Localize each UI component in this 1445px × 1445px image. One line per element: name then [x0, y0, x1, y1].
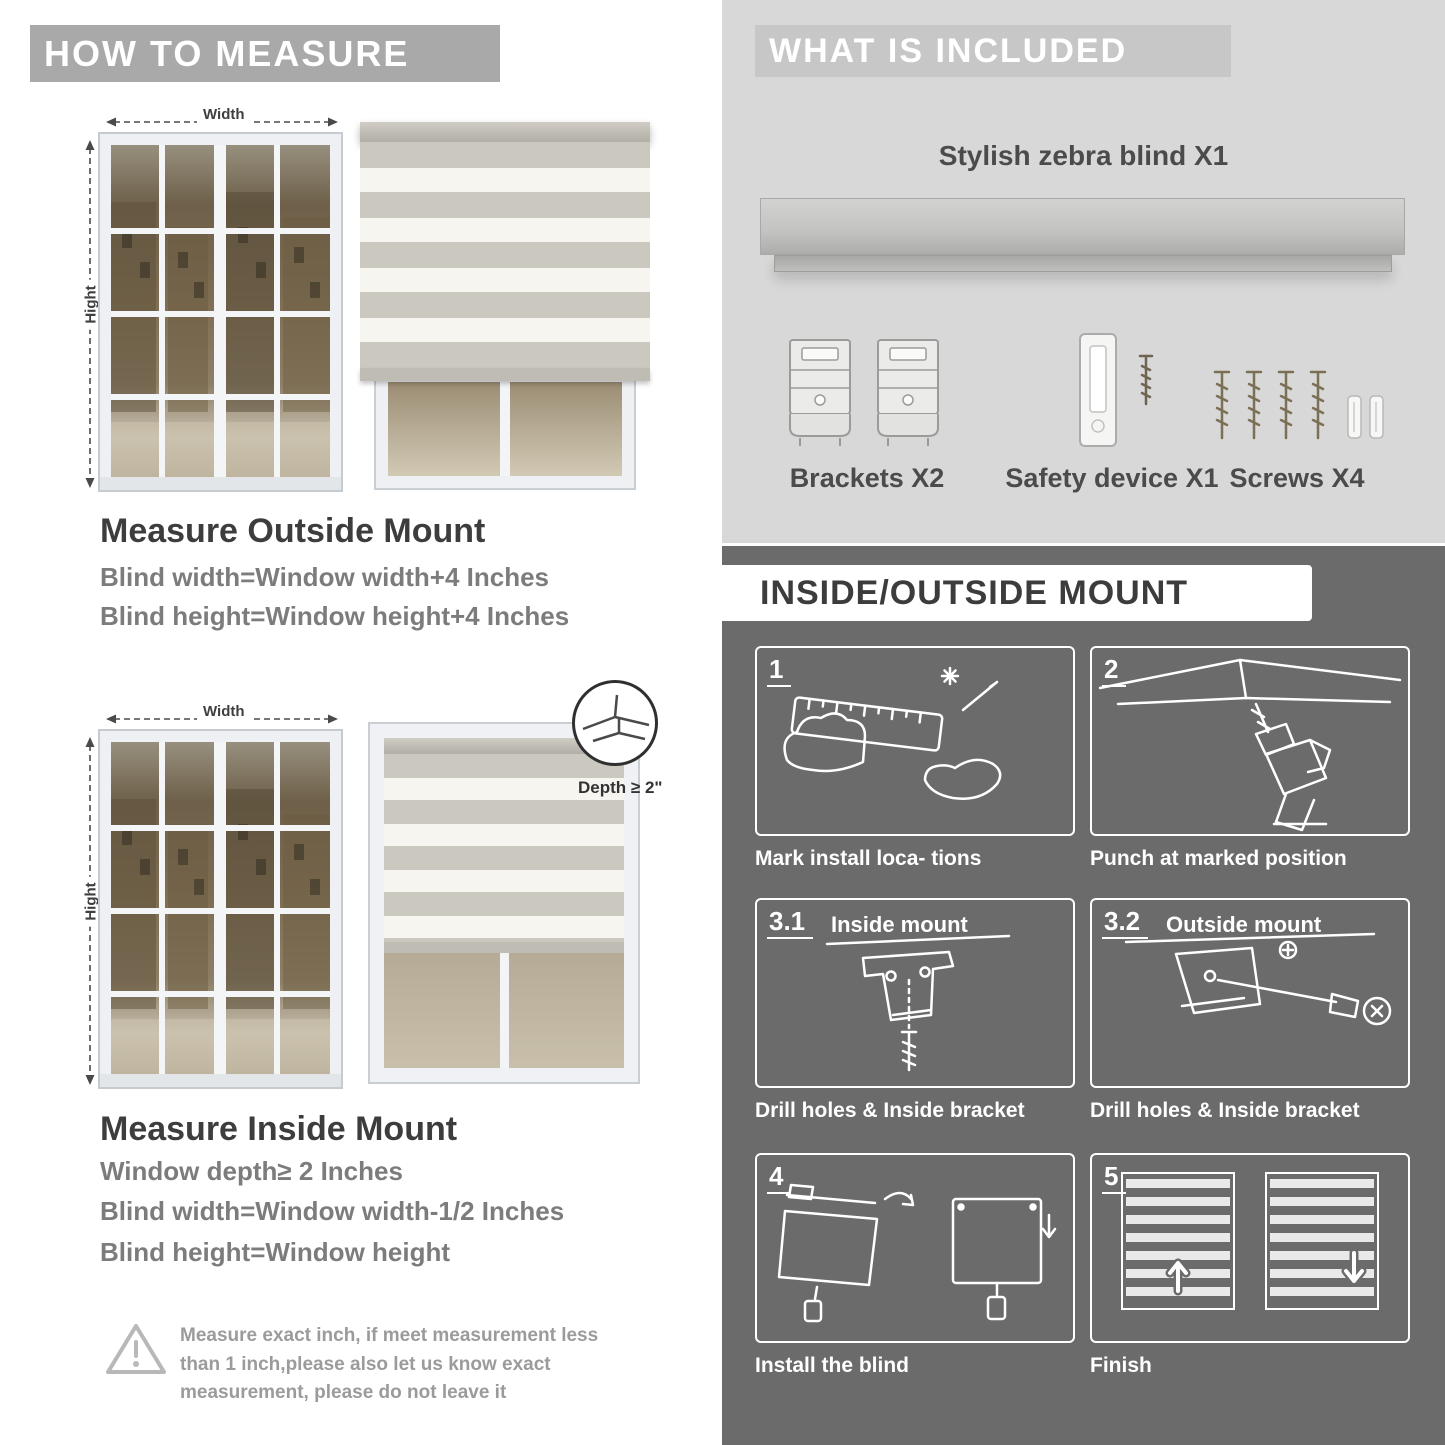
section-divider	[722, 543, 1445, 546]
measure-warning-text: Measure exact inch, if meet measurement …	[180, 1325, 599, 1403]
install-blind-illustration	[777, 1183, 1057, 1323]
depth-detail-circle	[572, 680, 658, 766]
width-label: Width	[197, 106, 251, 123]
height-arrow	[85, 737, 95, 1085]
blind-bottomrail	[384, 942, 624, 953]
inside-mount-title: Measure Inside Mount	[100, 1110, 458, 1148]
depth-label: Depth ≥ 2"	[578, 778, 663, 797]
outside-bracket-illustration	[1124, 932, 1392, 1026]
outside-mount-line1: Blind width=Window width+4 Inches	[100, 562, 549, 592]
outside-mount-title: Measure Outside Mount	[100, 512, 486, 550]
width-arrow	[106, 714, 338, 724]
height-arrow	[85, 140, 95, 488]
step-3-1: 3.1 Inside mount Drill holes & Inside br…	[755, 898, 1075, 1123]
step-3-2: 3.2 Outside mount Drill holes & Inside b…	[1090, 898, 1410, 1123]
inside-mount-line1: Window depth≥ 2 Inches	[100, 1156, 403, 1186]
mount-instructions-section: INSIDE/OUTSIDE MOUNT 1	[722, 546, 1445, 1445]
step-5-panel: 5	[1090, 1153, 1410, 1343]
finished-blinds-illustration	[1121, 1172, 1379, 1310]
outside-mount-line2: Blind height=Window height+4 Inches	[100, 601, 570, 631]
window-glass	[388, 382, 622, 476]
step-caption: Mark install loca- tions	[755, 847, 982, 870]
step-title: Inside mount	[831, 912, 968, 937]
step-caption: Drill holes & Inside bracket	[1090, 1099, 1360, 1122]
inside-bracket-illustration	[825, 934, 1011, 1072]
step-1: 1 Mark install loca- tions	[755, 646, 1075, 871]
step-number: 1	[767, 656, 792, 687]
step-caption: Drill holes & Inside bracket	[755, 1099, 1025, 1122]
step-5: 5 Finish	[1090, 1153, 1410, 1378]
step-1-panel: 1	[755, 646, 1075, 836]
step-number: 3.1	[767, 908, 814, 939]
step-number: 5	[1102, 1163, 1127, 1194]
inside-mount-line3: Blind height=Window height	[100, 1237, 450, 1267]
brackets-label: Brackets X2	[789, 463, 945, 493]
step-title: Outside mount	[1166, 912, 1322, 937]
step-caption: Finish	[1090, 1354, 1152, 1377]
drill-illustration	[1098, 658, 1402, 832]
window-opening	[384, 738, 624, 1068]
step-number: 3.2	[1102, 908, 1149, 939]
blind-bottomrail	[360, 368, 650, 381]
zebra-blind-fabric	[360, 142, 650, 368]
safety-device-icon	[1079, 333, 1154, 447]
step-3-2-panel: 3.2 Outside mount	[1090, 898, 1410, 1088]
what-is-included-section: WHAT IS INCLUDED Stylish zebra blind X1	[722, 0, 1445, 543]
frame-corner-detail	[582, 694, 650, 743]
screws-icon	[1213, 370, 1384, 440]
step-4: 4 Install the blind	[755, 1153, 1075, 1378]
blind-headrail-image	[760, 198, 1405, 255]
window-mullion	[499, 953, 509, 1068]
blind-headrail	[360, 122, 650, 142]
window-bottom	[374, 372, 636, 490]
outside-mount-blind-illustration	[360, 122, 650, 490]
window-illustration	[98, 729, 343, 1089]
window-mullion	[500, 382, 510, 476]
how-to-measure-header: HOW TO MEASURE	[30, 25, 500, 82]
step-caption: Install the blind	[755, 1354, 910, 1377]
step-3-1-panel: 3.1 Inside mount	[755, 898, 1075, 1088]
width-label: Width	[197, 703, 251, 720]
blind-headrail-under-image	[774, 255, 1392, 272]
step-caption: Punch at marked position	[1090, 847, 1347, 870]
step-4-panel: 4	[755, 1153, 1075, 1343]
width-arrow	[106, 117, 338, 127]
step-number: 4	[767, 1163, 792, 1194]
zebra-blind-fabric	[384, 754, 624, 942]
step-2-panel: 2	[1090, 646, 1410, 836]
inside-mount-line2: Blind width=Window width-1/2 Inches	[100, 1196, 565, 1226]
step-number: 2	[1102, 656, 1127, 687]
mark-locations-illustration	[783, 666, 1002, 800]
step-2: 2 Punch at marked position	[1090, 646, 1410, 871]
window-illustration	[98, 132, 343, 492]
screws-label: Screws X4	[1229, 463, 1365, 493]
inside-mount-blind-illustration	[368, 722, 640, 1084]
safety-device-label: Safety device X1	[1005, 463, 1219, 493]
warning-icon	[106, 1324, 166, 1374]
zebra-blind-item-label: Stylish zebra blind X1	[938, 140, 1229, 171]
mount-instructions-header: INSIDE/OUTSIDE MOUNT	[722, 565, 1312, 621]
brackets-icon	[789, 339, 939, 446]
blind-headrail	[384, 738, 624, 754]
what-is-included-header: WHAT IS INCLUDED	[755, 25, 1231, 77]
